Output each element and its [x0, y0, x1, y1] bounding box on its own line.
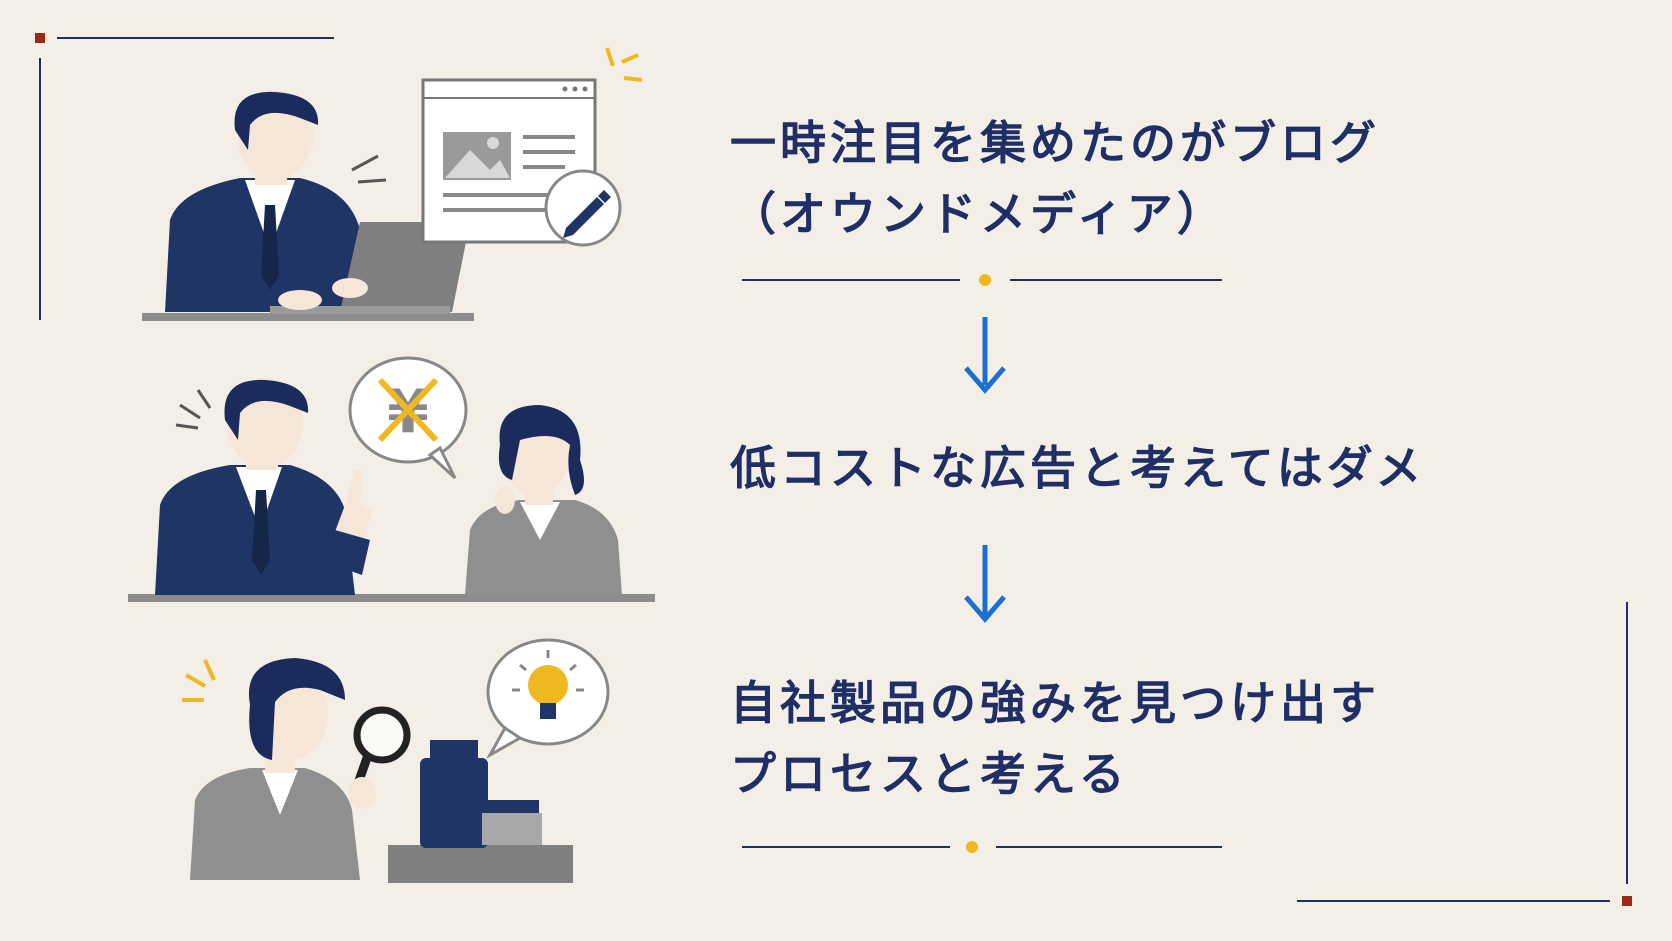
pencil-icon	[544, 169, 622, 247]
corner-square-bottom-right	[1622, 896, 1632, 906]
step-3-line-1: 自社製品の強みを見つけ出す	[730, 676, 1380, 730]
man-and-woman-talking-illustration: ¥	[128, 356, 655, 602]
down-arrow-icon	[964, 317, 1006, 394]
step-3-line-2: プロセスと考える	[730, 747, 1129, 802]
step-2-heading: 低コストな広告と考えてはダメ	[730, 433, 1425, 504]
divider-top	[742, 274, 1222, 286]
step-3-heading: 自社製品の強みを見つけ出す プロセスと考える	[730, 668, 1380, 811]
magnifier-icon	[350, 706, 411, 794]
step-1-line-2: （オウンドメディア）	[730, 187, 1227, 242]
down-arrow-icon	[964, 545, 1006, 623]
divider-bottom	[742, 841, 1222, 853]
step-1-line-1: 一時注目を集めたのがブログ	[730, 116, 1380, 170]
woman-with-magnifier-illustration	[182, 638, 610, 883]
man-at-laptop-illustration	[142, 47, 643, 321]
corner-square-top-left	[35, 33, 45, 43]
step-2-line-1: 低コストな広告と考えてはダメ	[730, 441, 1426, 495]
lightbulb-icon	[486, 638, 610, 759]
crossed-yen-icon: ¥	[348, 356, 468, 480]
product-bottles	[388, 740, 573, 883]
step-1-heading: 一時注目を集めたのがブログ （オウンドメディア）	[730, 108, 1380, 251]
